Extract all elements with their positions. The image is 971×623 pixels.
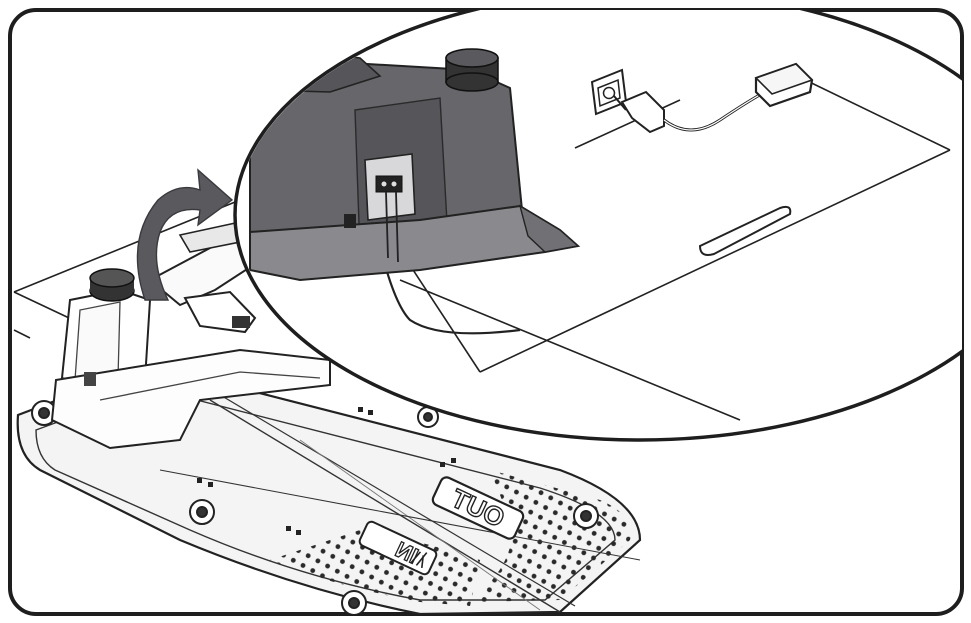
grass-icon <box>410 551 428 569</box>
station-closeup <box>249 48 581 282</box>
power-plug-icon <box>613 90 665 134</box>
power-adapter-icon <box>754 62 814 108</box>
dc-socket <box>375 175 403 193</box>
cable-joint <box>698 205 792 256</box>
knob-top <box>445 48 499 68</box>
charging-station <box>50 221 331 450</box>
curved-arrow-icon <box>136 168 234 301</box>
out-label-group: OUT <box>431 476 525 540</box>
power-outlet-icon <box>590 68 628 116</box>
